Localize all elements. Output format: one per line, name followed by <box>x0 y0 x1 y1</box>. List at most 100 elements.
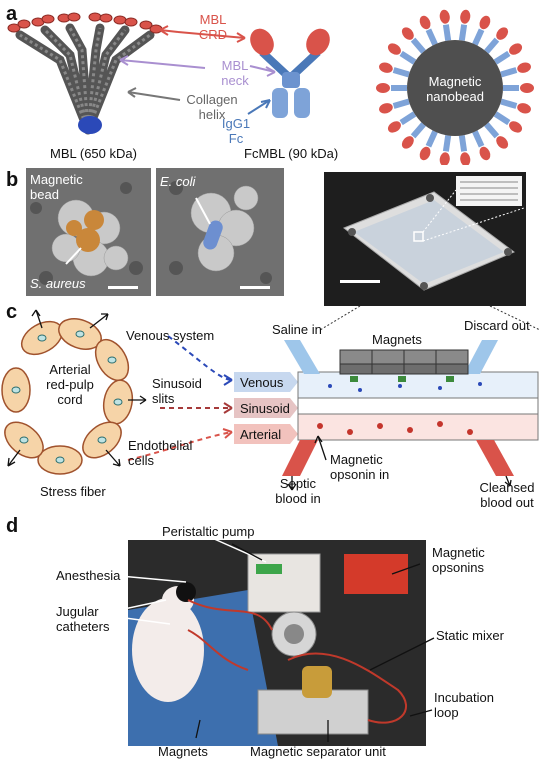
label-mbl-crd-line2: CRD <box>198 27 228 42</box>
fcmbl-spoke <box>442 135 452 152</box>
label-magnetic-bead-line2: bead <box>30 187 59 202</box>
label-mbl-crd: MBL CRD <box>188 12 238 42</box>
fcmbl-crd-head <box>517 103 531 114</box>
fcmbl-crd-head <box>460 152 471 165</box>
fcmbl-spoke <box>500 98 518 109</box>
label-discard-out: Discard out <box>464 318 530 333</box>
fcmbl-crd-head <box>419 146 431 161</box>
fcmbl-spoke <box>392 67 410 78</box>
label-magnets-d: Magnets <box>158 744 208 759</box>
mbl-base <box>78 116 102 134</box>
fcmbl-crd-head <box>460 9 471 24</box>
label-anesthesia: Anesthesia <box>56 568 121 583</box>
label-mbl-neck-line1: MBL <box>221 58 249 73</box>
panel-label-d: d <box>6 515 19 537</box>
label-mbl-neck-line2: neck <box>221 73 249 88</box>
label-incubation-loop: Incubation loop <box>434 690 494 720</box>
label-sinusoid-slits-line1: Sinusoid <box>152 376 202 391</box>
fcmbl-spoke <box>410 37 426 54</box>
label-peristaltic-pump: Peristaltic pump <box>162 524 255 539</box>
label-jugular-line1: Jugular <box>56 604 99 619</box>
nanobead-molecule <box>376 9 534 165</box>
fcmbl-crd-head <box>401 136 414 149</box>
label-mbl-neck: MBL neck <box>210 58 260 88</box>
caption-fcmbl: FcMBL (90 kDa) <box>244 146 339 161</box>
panel-label-a: a <box>6 3 18 25</box>
label-cleansed-blood-out: Cleansed blood out <box>470 480 544 510</box>
label-collagen-line1: Collagen <box>186 92 238 107</box>
label-stress-fiber: Stress fiber <box>40 484 106 499</box>
fcmbl-spoke <box>399 111 417 126</box>
label-endothelial-line2: cells <box>128 453 155 468</box>
nanobead-core <box>407 40 503 136</box>
bacterium-e-coli <box>203 220 223 250</box>
setup-photo-render <box>128 540 426 746</box>
label-sinusoid-slits: Sinusoid slits <box>152 376 202 406</box>
label-igg1-line2: Fc <box>228 131 244 146</box>
label-magnets-c: Magnets <box>372 332 422 347</box>
fcmbl-crd-head <box>479 146 491 161</box>
rat-body <box>132 598 204 702</box>
fcmbl-crd-head <box>509 43 523 55</box>
label-venous-system: Venous system <box>126 328 215 343</box>
label-magnetic-opsonin-in: Magnetic opsonin in <box>330 452 389 482</box>
label-septic-blood-in: Septic blood in <box>270 476 326 506</box>
panel-label-c: c <box>6 301 18 323</box>
label-jugular-catheters: Jugular catheters <box>56 604 109 634</box>
fcmbl-spoke <box>472 28 485 46</box>
label-magnetic-bead-line1: Magnetic <box>30 172 83 187</box>
label-opsonin-line1: Magnetic <box>330 452 383 467</box>
label-incubation-line1: Incubation <box>434 690 494 705</box>
label-arterial-cord-line2: red-pulp <box>46 377 94 392</box>
fcmbl-crd-head <box>517 62 531 73</box>
fcmbl-crd-head <box>376 83 390 93</box>
collagen-stalks <box>15 23 155 135</box>
fcmbl-crd-head <box>439 152 450 165</box>
label-saline-in: Saline in <box>272 322 322 337</box>
label-s-aureus: S. aureus <box>30 276 86 291</box>
sem-image-s-aureus <box>26 168 151 296</box>
syringe-pump <box>344 554 408 594</box>
mbl-crd-heads <box>7 12 163 34</box>
label-igg1-line1: IgG1 <box>221 116 251 131</box>
label-static-mixer: Static mixer <box>436 628 504 643</box>
label-septic-line2: blood in <box>275 491 321 506</box>
device-photo-render <box>324 172 526 306</box>
panel-d-leaders <box>109 537 435 742</box>
fcmbl-crd-head <box>419 15 431 30</box>
label-collagen-line2: helix <box>198 107 226 122</box>
label-incubation-line2: loop <box>434 705 459 720</box>
fcmbl-crd-head <box>379 62 393 73</box>
fcmbl-crd-head <box>439 9 450 24</box>
fcmbl-spoke <box>458 135 468 152</box>
label-opsonins-line2: opsonins <box>432 560 485 575</box>
fcmbl-spoke <box>500 67 518 78</box>
fcmbl-spoke <box>442 24 452 41</box>
bacterium-s-aureus-1 <box>84 210 104 230</box>
label-opsonin-line2: opsonin in <box>330 467 390 482</box>
scale-bar <box>240 286 270 289</box>
anesthesia-mask <box>176 582 196 602</box>
fcmbl-crd-head <box>509 121 523 133</box>
panel-a-diagram <box>7 9 534 165</box>
fcmbl-crd-head <box>479 15 491 30</box>
label-venous: Venous <box>240 375 284 390</box>
bacterium-s-aureus-2 <box>76 228 100 252</box>
fcmbl-crd-head <box>496 27 509 40</box>
fcmbl-spoke <box>410 122 426 139</box>
fcmbl-crd-head <box>520 83 534 93</box>
label-arterial-cord-line3: cord <box>57 392 83 407</box>
label-sinusoid-slits-line2: slits <box>152 391 175 406</box>
sem-image-e-coli <box>156 168 284 296</box>
label-nanobead-line2: nanobead <box>426 89 484 104</box>
fcmbl-crd-head <box>387 43 401 55</box>
label-jugular-line2: catheters <box>56 619 110 634</box>
label-cleansed-line1: Cleansed <box>479 480 535 495</box>
label-cleansed-line2: blood out <box>480 495 534 510</box>
fcmbl-spoke <box>493 50 511 65</box>
label-magnetic-separator-unit: Magnetic separator unit <box>250 744 386 759</box>
fcmbl-spoke <box>399 50 417 65</box>
photo-microfluidic-device <box>324 172 526 306</box>
fcmbl-crd-head <box>387 121 401 133</box>
fcmbl-molecule <box>250 28 330 118</box>
